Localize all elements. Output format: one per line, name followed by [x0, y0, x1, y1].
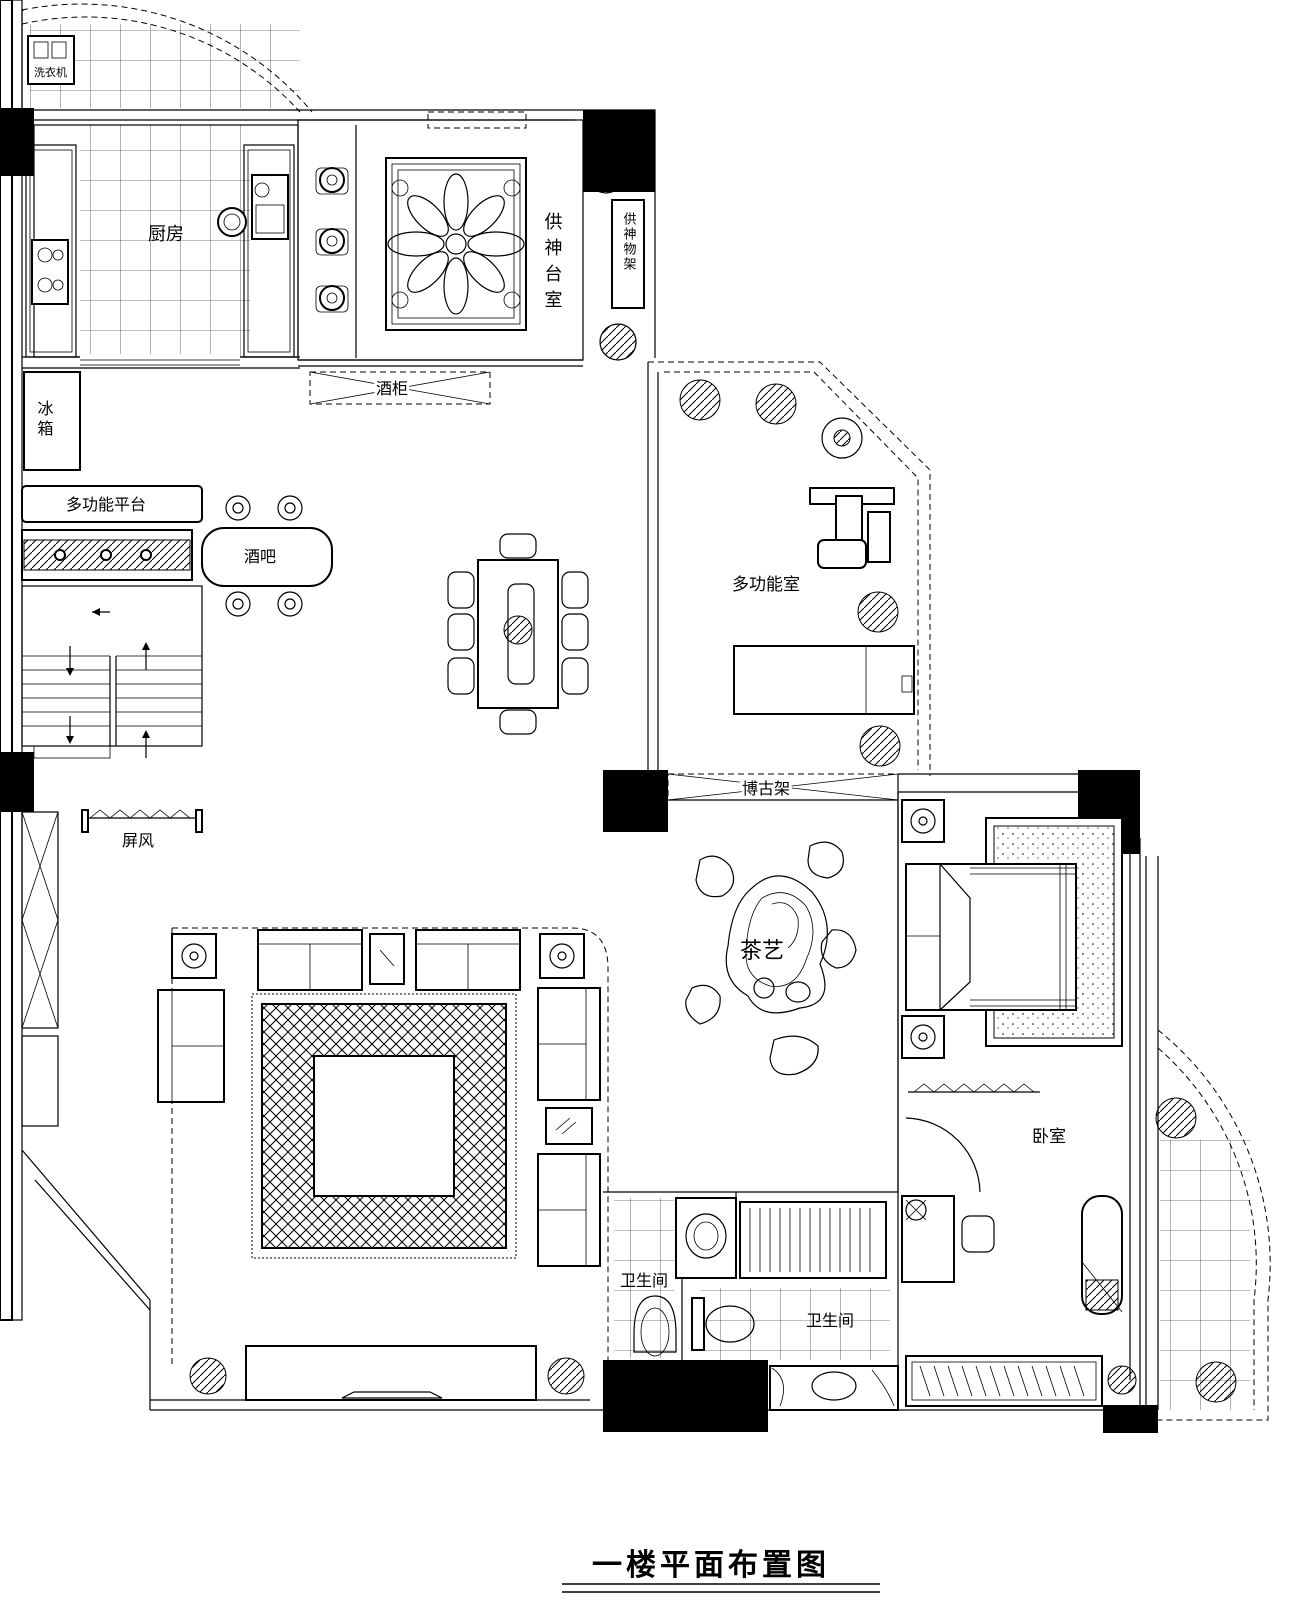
staircase	[21, 585, 203, 759]
plan-title: 一楼平面布置图	[592, 1548, 830, 1583]
shrine-room	[297, 111, 645, 361]
dining-table	[447, 533, 589, 735]
bathroom-left-label: 卫生间	[620, 1271, 668, 1290]
living-room	[157, 927, 609, 1401]
bar-label: 酒吧	[244, 547, 276, 566]
tea-art-area	[685, 841, 857, 1076]
bathroom-left	[603, 1191, 898, 1360]
bathroom-right-label: 卫生间	[806, 1311, 854, 1330]
tea-art-label: 茶艺	[740, 939, 784, 964]
bedroom-label: 卧室	[1032, 1127, 1066, 1147]
wine-cabinet	[298, 359, 583, 405]
structural-columns	[0, 108, 1158, 1433]
left-window	[21, 811, 59, 1029]
folding-screen	[81, 809, 203, 833]
exterior-walls	[0, 0, 1141, 1411]
curio-shelf-label: 博古架	[742, 779, 790, 798]
bedroom-balcony	[1145, 856, 1271, 1421]
kitchen-label: 厨房	[148, 224, 184, 245]
multi-platform-label: 多功能平台	[66, 495, 146, 514]
bedroom	[897, 792, 1137, 1410]
shrine-room-label: 供神台室	[542, 212, 563, 316]
multi-function-room	[647, 361, 931, 776]
laundry-label: 洗衣机	[34, 65, 67, 79]
multi-room-label: 多功能室	[732, 575, 800, 595]
wine-cabinet-label: 酒柜	[376, 379, 408, 398]
title-underline	[562, 1583, 880, 1593]
screen-label: 屏风	[122, 831, 154, 850]
shrine-shelf-label: 供神物架	[621, 212, 637, 272]
bathroom-right	[691, 1192, 899, 1411]
fridge-label: 冰箱	[35, 400, 54, 440]
bar-counter	[201, 527, 333, 587]
laundry-balcony	[21, 3, 313, 113]
multi-platform	[21, 485, 203, 523]
fridge	[23, 371, 81, 471]
